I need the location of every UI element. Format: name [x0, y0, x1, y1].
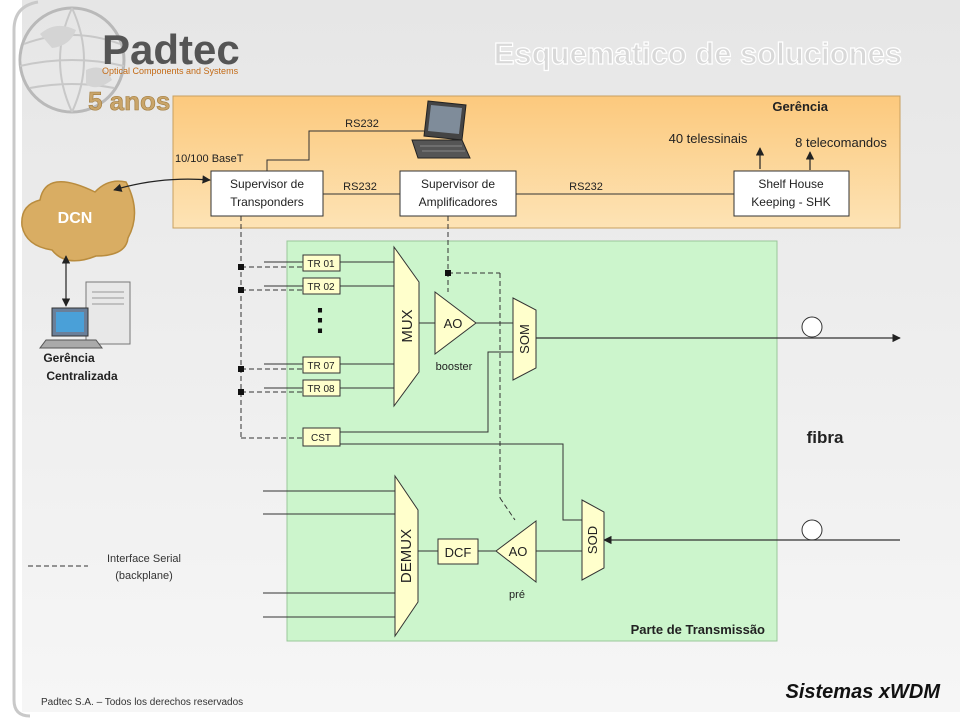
- telecomandos-label: 8 telecomandos: [795, 135, 887, 150]
- som-block: [512, 297, 537, 381]
- tr07-label: TR 07: [307, 361, 335, 372]
- demux-label: DEMUX: [398, 529, 415, 583]
- rs232-left-label: RS232: [343, 181, 377, 193]
- footer-copyright: Padtec S.A. – Todos los derechos reserva…: [41, 697, 243, 708]
- transponder-cst: CST: [302, 427, 341, 447]
- management-title: Gerência: [772, 99, 828, 114]
- logo-tagline: Optical Components and Systems: [102, 66, 239, 76]
- transponder-mux-lines: [340, 261, 394, 389]
- server-tower: [85, 281, 131, 345]
- ethernet-label: 10/100 BaseT: [175, 153, 244, 165]
- central-mgmt-line1: Gerência: [43, 351, 95, 365]
- transponder-tr08: TR 08: [302, 379, 341, 397]
- dcn-label: DCN: [58, 210, 93, 227]
- transponder-tr01: TR 01: [302, 254, 341, 272]
- padtec-logo: Padtec Optical Components and Systems 5 …: [18, 6, 240, 116]
- serial-connector-dots: [238, 264, 451, 395]
- dcf-box: [437, 538, 479, 565]
- pre-ao-label: AO: [509, 544, 528, 559]
- footer-system-name: Sistemas xWDM: [786, 681, 942, 703]
- dcf-label: DCF: [445, 545, 472, 560]
- rs232-top-label: RS232: [345, 118, 379, 130]
- cst-som-link: [340, 351, 513, 433]
- tr01-label: TR 01: [307, 259, 335, 270]
- tr01-frame: [302, 254, 341, 272]
- shelf-house-line2: Keeping - SHK: [751, 195, 830, 209]
- dcn-cloud-icon: [21, 180, 136, 262]
- supervisor-transponders-box: Supervisor de Transponders: [210, 170, 324, 217]
- booster-ao-label: AO: [444, 316, 463, 331]
- logo-brand-pad: Padtec: [102, 26, 240, 73]
- rs232-right-label: RS232: [569, 181, 603, 193]
- supervisor-transponders-line2: Transponders: [230, 195, 304, 209]
- fibra-label: fibra: [807, 428, 844, 447]
- shelf-house-line1: Shelf House: [758, 177, 824, 191]
- som-label: SOM: [517, 324, 532, 354]
- transmission-title: Parte de Transmissão: [631, 622, 765, 637]
- cst-frame: [302, 427, 341, 447]
- transponder-ellipsis: ⋮: [305, 304, 335, 337]
- mux-label: MUX: [399, 309, 416, 342]
- globe-continents: [40, 25, 112, 88]
- tr02-label: TR 02: [307, 282, 335, 293]
- supervisor-amplificadores-box: Supervisor de Amplificadores: [399, 170, 517, 217]
- legend-serial-line1: Interface Serial: [107, 553, 181, 565]
- shelf-house-box: Shelf House Keeping - SHK: [733, 170, 850, 217]
- input-fiber-connector: [801, 519, 823, 541]
- supervisor-amplificadores-line1: Supervisor de: [421, 177, 495, 191]
- laptop-icon: [411, 100, 471, 159]
- logo-anniversary: 5 anos: [88, 86, 170, 116]
- transponder-input-lines: [264, 261, 304, 389]
- left-white-strip: [0, 0, 22, 720]
- cst-sod-link: [340, 443, 582, 521]
- booster-amplifier: [434, 290, 477, 356]
- supervisor-amplificadores-frame: [399, 170, 517, 217]
- demux-block: [394, 474, 419, 638]
- sod-label: SOD: [585, 526, 600, 554]
- supervisor-transponders-line1: Supervisor de: [230, 177, 304, 191]
- sod-block: [581, 499, 605, 581]
- transponder-tr02: TR 02: [302, 277, 341, 295]
- transmission-panel: [286, 240, 778, 642]
- pre-amplifier: [495, 520, 537, 584]
- tr07-frame: [302, 356, 341, 374]
- tr08-label: TR 08: [307, 384, 335, 395]
- cst-label: CST: [311, 433, 331, 444]
- booster-label: booster: [436, 361, 473, 373]
- central-mgmt-line2: Centralizada: [46, 369, 118, 383]
- demux-output-lines: [263, 490, 395, 618]
- left-frame-line: [12, 0, 39, 718]
- shelf-house-frame: [733, 170, 850, 217]
- serial-backplane-lines: [240, 216, 516, 521]
- rs232-laptop-link: [266, 130, 424, 171]
- transponder-tr07: TR 07: [302, 356, 341, 374]
- keyboard: [39, 339, 103, 349]
- pre-label: pré: [509, 589, 525, 601]
- dcn-supervisor-link: [113, 175, 211, 192]
- slide-title: Esquematico de soluciones: [494, 36, 902, 71]
- supervisor-amplificadores-line2: Amplificadores: [419, 195, 498, 209]
- output-fiber-connector: [801, 316, 823, 338]
- mux-block: [393, 245, 420, 408]
- telessinais-label: 40 telessinais: [669, 131, 748, 146]
- legend-serial-line2: (backplane): [115, 570, 172, 582]
- server-computer-icon: [39, 281, 131, 349]
